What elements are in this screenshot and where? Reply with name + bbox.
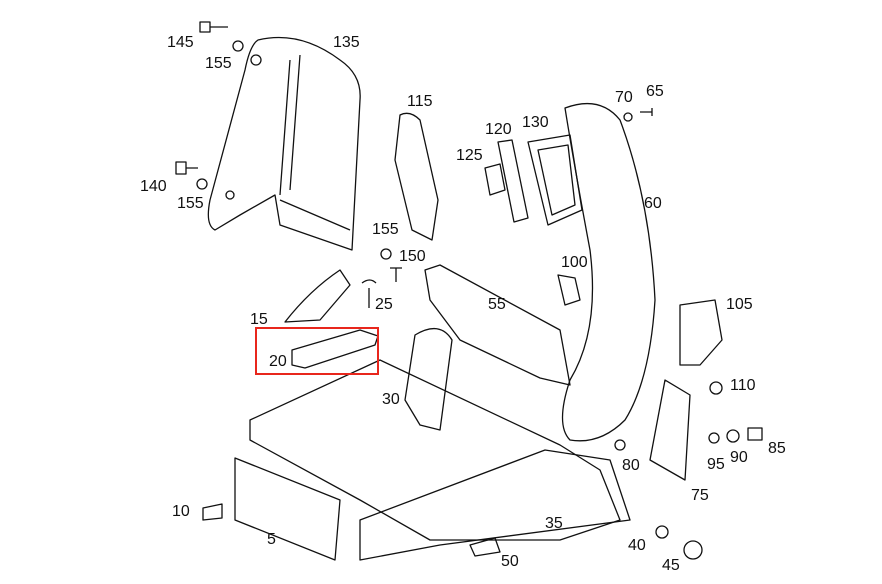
part-50: [469, 537, 501, 557]
label-75[interactable]: 75: [691, 487, 709, 504]
part-20-trim: [291, 329, 379, 369]
part-45-cap: [683, 540, 703, 560]
label-30[interactable]: 30: [382, 391, 400, 408]
label-135[interactable]: 135: [333, 34, 360, 51]
label-40[interactable]: 40: [628, 537, 646, 554]
label-120[interactable]: 120: [485, 121, 512, 138]
label-95[interactable]: 95: [707, 456, 725, 473]
label-10[interactable]: 10: [172, 503, 190, 520]
label-110[interactable]: 110: [730, 377, 756, 394]
highlight-box-part-20: [255, 327, 379, 375]
label-125[interactable]: 125: [456, 147, 483, 164]
part-135-backrest-panel: [207, 36, 361, 251]
label-85[interactable]: 85: [768, 440, 786, 457]
seat-base: [249, 359, 621, 541]
label-150[interactable]: 150: [399, 248, 426, 265]
label-115[interactable]: 115: [407, 93, 433, 110]
label-80[interactable]: 80: [622, 457, 640, 474]
label-90[interactable]: 90: [730, 449, 748, 466]
part-115-cover: [394, 112, 439, 241]
label-140[interactable]: 140: [140, 178, 167, 195]
label-155[interactable]: 155: [372, 221, 399, 238]
label-35[interactable]: 35: [545, 515, 563, 532]
part-140-screw: [175, 161, 198, 175]
part-55-bracket: [424, 264, 571, 386]
part-145-screw: [199, 21, 228, 33]
label-130[interactable]: 130: [522, 114, 549, 131]
label-55[interactable]: 55: [488, 296, 506, 313]
part-30: [404, 328, 453, 431]
label-60[interactable]: 60: [644, 195, 662, 212]
part-25-screw: [361, 279, 377, 308]
part-75: [649, 379, 691, 481]
label-50[interactable]: 50: [501, 553, 519, 570]
label-105[interactable]: 105: [726, 296, 753, 313]
part-130: [527, 134, 583, 226]
part-35-rail: [359, 449, 631, 561]
label-65[interactable]: 65: [646, 83, 664, 100]
label-45[interactable]: 45: [662, 557, 680, 574]
part-15: [284, 269, 351, 323]
part-60-trim: [561, 102, 656, 442]
label-70[interactable]: 70: [615, 89, 633, 106]
label-145[interactable]: 145: [167, 34, 194, 51]
label-25[interactable]: 25: [375, 296, 393, 313]
part-155-washer: [232, 40, 244, 52]
label-155[interactable]: 155: [205, 55, 232, 72]
label-100[interactable]: 100: [561, 254, 588, 271]
part-100: [557, 274, 581, 306]
part-105: [679, 299, 723, 366]
part-10-clip: [202, 503, 223, 521]
label-15[interactable]: 15: [250, 311, 268, 328]
label-155[interactable]: 155: [177, 195, 204, 212]
label-20[interactable]: 20: [269, 353, 287, 370]
part-125: [484, 163, 506, 196]
part-120: [497, 139, 529, 223]
label-5[interactable]: 5: [267, 531, 276, 548]
part-5-panel: [234, 457, 341, 561]
